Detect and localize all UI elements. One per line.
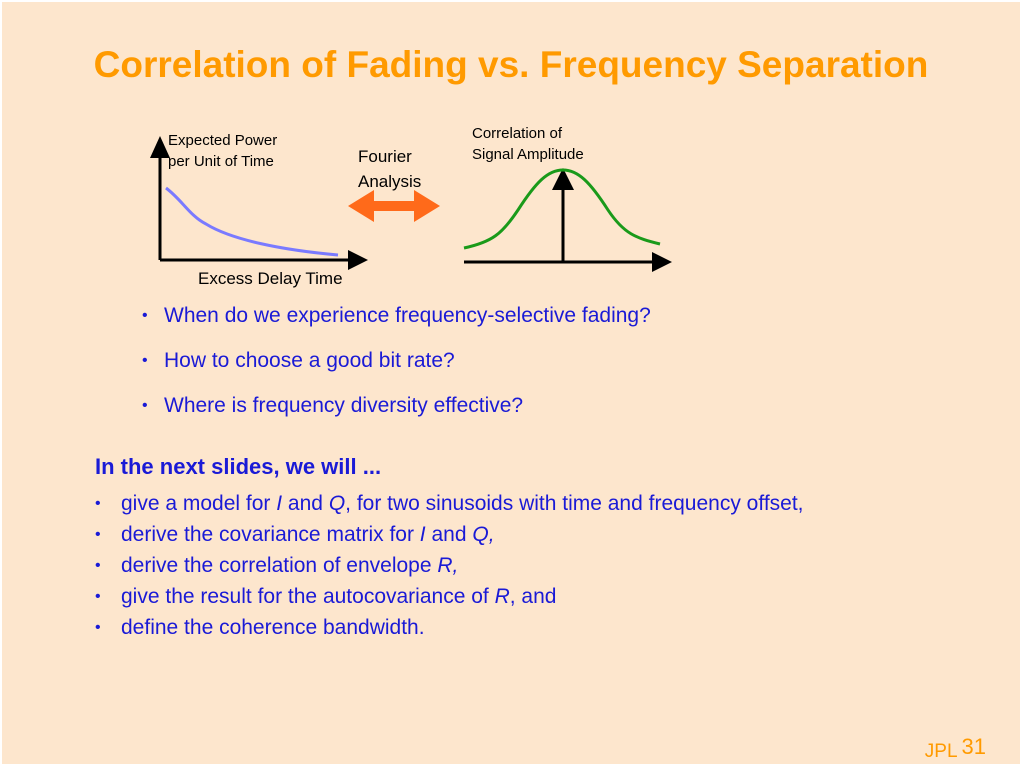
page-number: 31 bbox=[961, 734, 986, 759]
fourier-label-line2: Analysis bbox=[358, 172, 422, 191]
next-step-item: • give the result for the autocovariance … bbox=[95, 583, 804, 614]
question-item: • When do we experience frequency-selecti… bbox=[142, 302, 651, 347]
text-part: and bbox=[425, 523, 473, 546]
text-part: and bbox=[282, 492, 329, 515]
italic-var: I bbox=[419, 523, 426, 546]
question-text: How to choose a good bit rate? bbox=[164, 349, 455, 372]
bullet: • bbox=[142, 307, 148, 324]
bullet: • bbox=[142, 397, 148, 414]
right-x-axis-arrowhead bbox=[652, 252, 672, 272]
correlation-label-line2: Signal Amplitude bbox=[472, 146, 584, 163]
question-item: • How to choose a good bit rate? bbox=[142, 347, 651, 392]
x-axis-label: Excess Delay Time bbox=[198, 269, 343, 288]
fourier-analysis-label: Fourier Analysis bbox=[358, 144, 421, 194]
italic-var: R, bbox=[437, 554, 459, 577]
bullet: • bbox=[142, 352, 148, 369]
slide-title: Correlation of Fading vs. Frequency Sepa… bbox=[93, 44, 929, 85]
y-axis-label-line2: per Unit of Time bbox=[168, 153, 274, 170]
correlation-label: Correlation of Signal Amplitude bbox=[472, 123, 584, 165]
next-step-item: •derive the covariance matrix for I and … bbox=[95, 521, 804, 552]
bullet: • bbox=[95, 557, 101, 574]
next-step-item: • define the coherence bandwidth. bbox=[95, 614, 804, 645]
y-axis-label-line1: Expected Power bbox=[168, 132, 278, 149]
next-slides-heading: In the next slides, we will ... bbox=[95, 454, 382, 479]
text-part: give a model for bbox=[121, 492, 277, 515]
italic-var: Q, bbox=[472, 523, 495, 546]
question-list: • When do we experience frequency-selecti… bbox=[142, 302, 651, 437]
right-center-axis-arrowhead bbox=[552, 168, 574, 190]
power-delay-curve bbox=[165, 186, 339, 257]
text-part: derive the correlation of envelope bbox=[121, 554, 438, 577]
fourier-diagram bbox=[150, 136, 672, 272]
correlation-label-line1: Correlation of bbox=[472, 125, 563, 142]
y-axis-label: Expected Power per Unit of Time bbox=[168, 130, 277, 172]
italic-var: I bbox=[276, 492, 283, 515]
text-part: give the result for the autocovariance o… bbox=[121, 585, 495, 608]
question-text: When do we experience frequency-selectiv… bbox=[164, 304, 651, 327]
fourier-double-arrow bbox=[348, 190, 440, 222]
text-part: , for two sinusoids with time and freque… bbox=[345, 492, 804, 515]
question-item: • Where is frequency diversity effective? bbox=[142, 392, 651, 437]
italic-var: Q bbox=[328, 492, 346, 515]
footer-org: JPL bbox=[924, 741, 958, 762]
text-part: derive the covariance matrix for bbox=[121, 523, 420, 546]
text-part: define the coherence bandwidth. bbox=[121, 616, 425, 639]
italic-var: R bbox=[494, 585, 510, 608]
bullet: • bbox=[95, 588, 101, 605]
fourier-label-line1: Fourier bbox=[358, 147, 412, 166]
left-y-axis-arrowhead bbox=[150, 136, 170, 158]
bullet: • bbox=[95, 495, 101, 512]
next-step-item: • derive the correlation of envelope R, bbox=[95, 552, 804, 583]
left-x-axis-arrowhead bbox=[348, 250, 368, 270]
text-part: , and bbox=[509, 585, 557, 608]
bullet: • bbox=[95, 619, 101, 636]
question-text: Where is frequency diversity effective? bbox=[164, 394, 524, 417]
next-step-item: • give a model for I and Q, for two sinus… bbox=[95, 490, 804, 521]
next-steps-list: • give a model for I and Q, for two sinus… bbox=[95, 490, 804, 645]
correlation-curve bbox=[463, 168, 661, 250]
bullet: • bbox=[95, 526, 101, 543]
